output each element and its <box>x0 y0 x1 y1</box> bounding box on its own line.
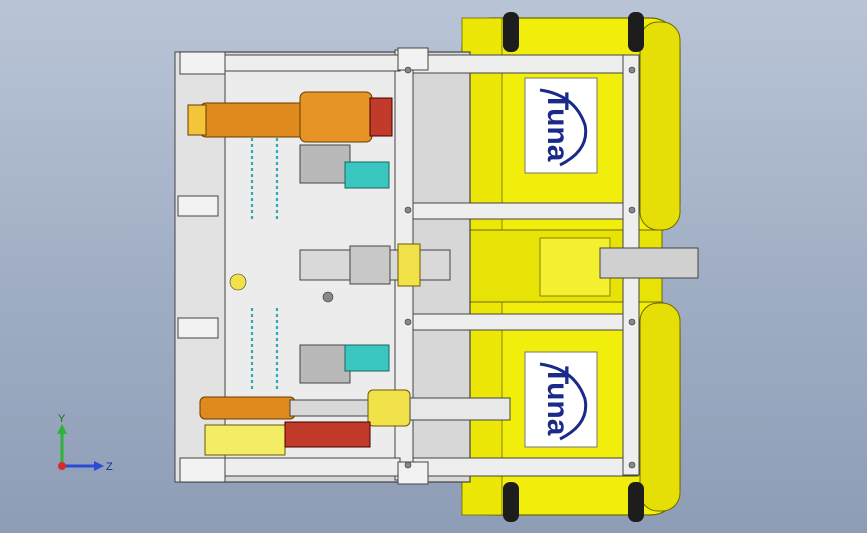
origin-marker <box>58 462 66 470</box>
gearbox-upper <box>299 144 390 189</box>
y-axis-label: Y <box>58 413 66 425</box>
central-shaft <box>299 243 699 287</box>
chain-lower <box>250 308 279 392</box>
tires <box>503 12 644 522</box>
fasteners <box>229 66 636 469</box>
base-plate-lower <box>204 424 286 456</box>
pontoon-center-block <box>539 237 611 297</box>
chain-upper <box>250 138 279 222</box>
z-axis-label: Z <box>106 461 113 473</box>
coordinate-triad: Y Z <box>57 413 113 473</box>
gearbox-lower <box>299 344 390 384</box>
logo-panel-lower: Tuna <box>524 351 598 448</box>
cylinder-lower <box>199 389 511 427</box>
y-axis-arrowhead <box>57 424 67 434</box>
pump-red-lower <box>284 421 371 448</box>
motor-upper <box>187 91 393 143</box>
logo-panel-upper: Tuna <box>524 77 598 174</box>
logo-text-lower: Tuna <box>541 366 574 436</box>
corner-brackets <box>177 47 429 485</box>
z-axis-arrowhead <box>94 461 104 471</box>
logo-text-upper: Tuna <box>541 92 574 162</box>
